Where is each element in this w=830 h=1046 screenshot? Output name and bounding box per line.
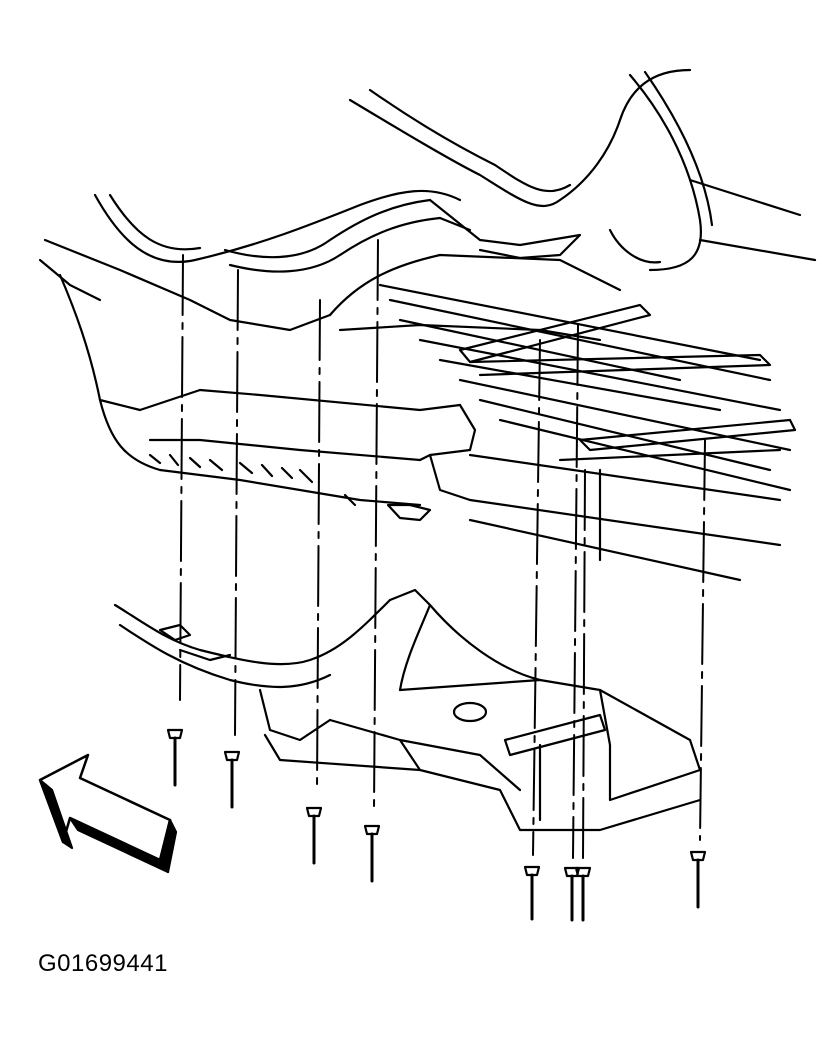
fastener-alignment-lines [179,239,706,861]
bolt-icon [574,866,592,922]
alignment-line [373,239,379,811]
alignment-line [582,469,586,861]
lower-frame-rail [113,588,702,832]
alignment-line [179,254,184,701]
bolt-icon [689,850,707,909]
alignment-line [572,324,579,859]
bolt-icon [363,824,381,883]
fasteners [166,728,707,922]
alignment-line [532,339,541,856]
bolt-icon [305,806,323,865]
figure-id-label: G01699441 [38,950,168,977]
bolt-icon [523,865,541,921]
alignment-line [699,439,706,841]
alignment-line [316,299,321,791]
bolt-icon [166,728,184,787]
vehicle-underbody-structure [38,68,817,582]
front-direction-arrow-icon [38,753,178,874]
bolt-icon [223,750,241,809]
alignment-line [234,269,239,736]
